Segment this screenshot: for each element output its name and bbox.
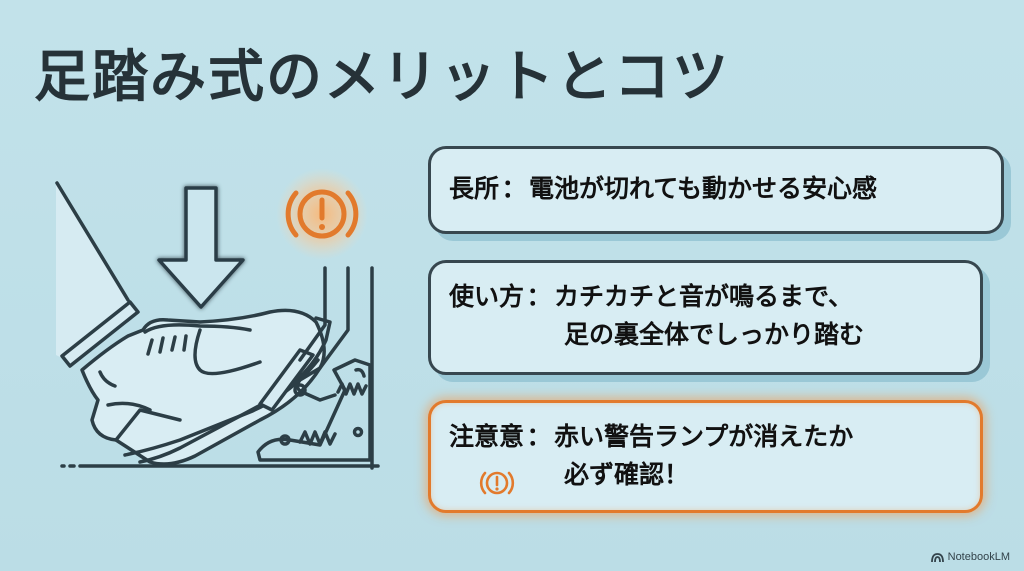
card-text: 必ず確認！ xyxy=(564,460,690,489)
notebooklm-branding: NotebookLM xyxy=(930,551,1010,563)
brake-warning-lamp-icon xyxy=(276,168,368,260)
spring-icon xyxy=(256,358,372,462)
card-label: 使い方 xyxy=(449,282,525,311)
slide-title: 足踏み式のメリットとコツ xyxy=(34,45,730,110)
card-text: 電池が切れても動かせる安心感 xyxy=(529,174,878,203)
pants-leg-icon xyxy=(55,181,140,368)
card-text: 足の裏全体でしっかり踏む xyxy=(564,320,865,349)
card-text: カチカチと音が鳴るまで、 xyxy=(554,282,854,311)
notebooklm-logo-icon xyxy=(930,552,944,562)
card-caution: 注意意：赤い警告ランプが消えたか 必ず確認！ xyxy=(428,400,983,513)
brake-warning-lamp-icon xyxy=(479,471,515,495)
down-arrow-icon xyxy=(157,186,245,309)
brake-pedal-illustration xyxy=(55,168,380,470)
pedal-icon xyxy=(258,266,374,470)
card-advantage: 長所：電池が切れても動かせる安心感 xyxy=(428,146,1004,234)
card-label: 長所 xyxy=(449,174,500,203)
card-label: 注意意 xyxy=(449,422,525,451)
card-text: 赤い警告ランプが消えたか xyxy=(554,422,854,451)
card-usage: 使い方：カチカチと音が鳴るまで、 足の裏全体でしっかり踏む xyxy=(428,260,983,375)
